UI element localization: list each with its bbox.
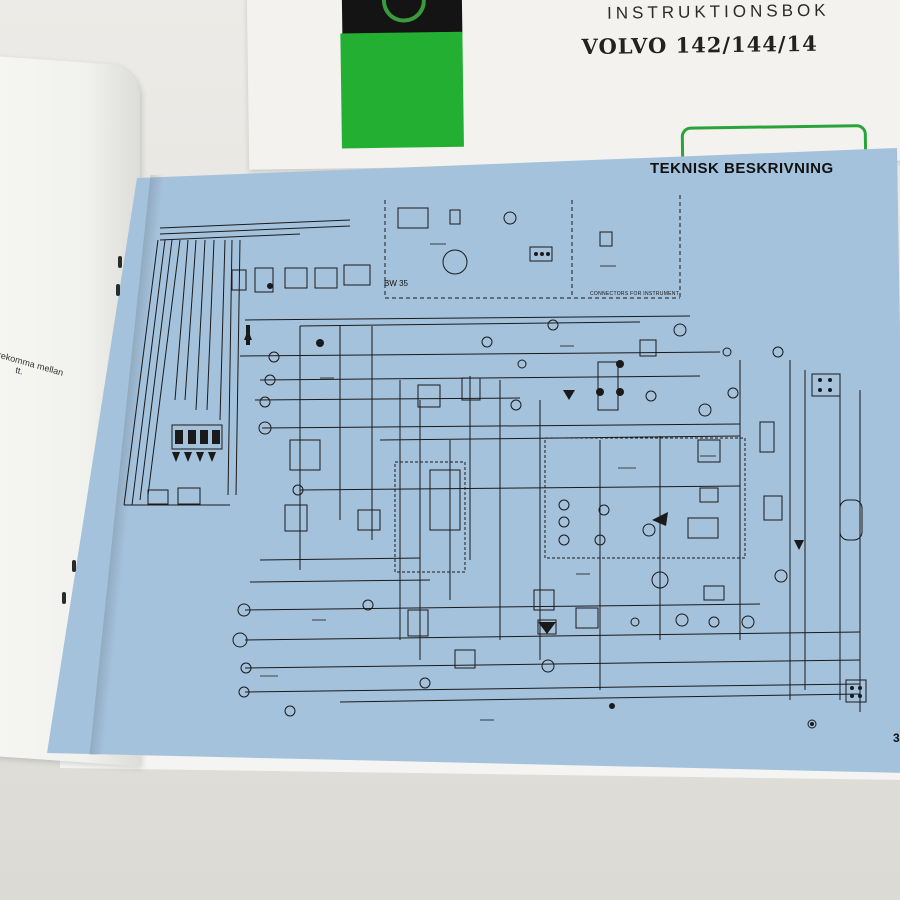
staple-upper <box>116 284 120 296</box>
page-number: 3 <box>893 731 900 745</box>
connector-label: CONNECTORS FOR INSTRUMENT <box>590 291 680 297</box>
staple-lower <box>72 560 76 572</box>
staple-bottom <box>62 592 66 604</box>
staple-top <box>118 256 122 268</box>
page-heading: TEKNISK BESKRIVNING <box>650 160 834 177</box>
inset-label: BW 35 <box>384 279 409 288</box>
wiring-diagram-page <box>47 148 900 773</box>
